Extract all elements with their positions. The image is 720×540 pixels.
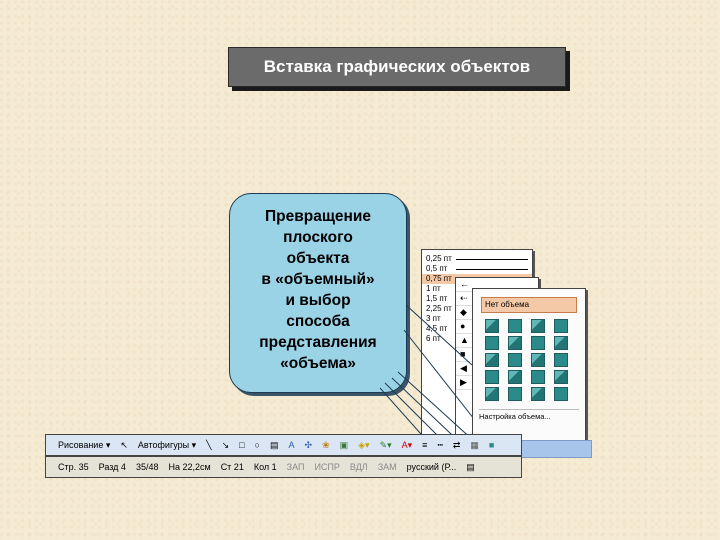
draw-menu-button[interactable]: Рисование ▾ (58, 439, 111, 450)
cube-3d-icon[interactable] (531, 370, 545, 384)
cube-3d-icon[interactable] (508, 319, 522, 333)
cube-3d-icon[interactable] (531, 353, 545, 367)
cube-3d-icon[interactable] (485, 336, 499, 350)
callout-line: представления (259, 334, 377, 351)
cube-3d-icon[interactable] (554, 353, 568, 367)
status-section: Разд 4 (98, 462, 126, 472)
no-volume-option[interactable]: Нет объема (481, 297, 577, 313)
callout-box: Превращение плоского объекта в «объемный… (229, 193, 407, 393)
status-language[interactable]: русский (Р... (406, 462, 457, 472)
volume-style-panel: Нет объема Настройка объема... (472, 288, 586, 456)
arrow-style-icon[interactable]: ⇄ (452, 439, 461, 450)
autoshapes-menu-button[interactable]: Автофигуры ▾ (137, 439, 197, 450)
volume-settings-option[interactable]: Настройка объема... (479, 409, 579, 421)
textbox-tool-icon[interactable]: ▤ (269, 439, 279, 450)
cube-3d-icon[interactable] (485, 353, 499, 367)
cube-3d-icon[interactable] (485, 319, 499, 333)
dash-style-icon[interactable]: ┅ (437, 439, 443, 450)
status-rec[interactable]: ЗАП (286, 462, 305, 472)
status-bar: Стр. 35 Разд 4 35/48 На 22,2см Ст 21 Кол… (45, 456, 522, 478)
callout-line: плоского (283, 229, 353, 246)
rectangle-tool-icon[interactable]: □ (239, 440, 245, 450)
cube-3d-icon[interactable] (531, 319, 545, 333)
cube-3d-icon[interactable] (554, 319, 568, 333)
arrow-tool-icon[interactable]: ↘ (221, 439, 230, 450)
status-col: Кол 1 (253, 462, 277, 472)
3d-style-icon[interactable]: ■ (488, 440, 495, 450)
line-style-item[interactable]: 0,25 пт (422, 254, 532, 264)
shadow-style-icon[interactable]: ▦ (470, 439, 479, 450)
volume-style-grid (485, 319, 585, 401)
cube-3d-icon[interactable] (554, 336, 568, 350)
select-objects-icon[interactable]: ↖ (120, 439, 128, 450)
status-position: На 22,2см (168, 462, 211, 472)
cube-3d-icon[interactable] (485, 387, 499, 401)
cube-3d-icon[interactable] (508, 336, 522, 350)
callout-line: объекта (286, 250, 350, 267)
fill-color-icon[interactable]: ◈▾ (358, 439, 370, 450)
spelling-status-icon[interactable]: ▤ (466, 461, 475, 472)
status-ovr[interactable]: ЗАМ (377, 462, 397, 472)
cube-3d-icon[interactable] (531, 336, 545, 350)
callout-line: и выбор (285, 292, 351, 309)
line-style-item[interactable]: 0,5 пт (422, 264, 532, 274)
status-line: Ст 21 (220, 462, 244, 472)
oval-tool-icon[interactable]: ○ (254, 440, 260, 450)
status-page: Стр. 35 (58, 462, 89, 472)
callout-line: способа (286, 313, 350, 330)
line-color-icon[interactable]: ✎▾ (379, 439, 392, 450)
callout-line: Превращение (264, 208, 372, 225)
cube-3d-icon[interactable] (531, 387, 545, 401)
callout-line: «объема» (280, 355, 356, 372)
cube-3d-icon[interactable] (485, 370, 499, 384)
font-color-icon[interactable]: A▾ (401, 439, 413, 450)
line-tool-icon[interactable]: ╲ (206, 439, 212, 450)
toolbar-overflow-strip (510, 440, 592, 458)
status-pages: 35/48 (135, 462, 159, 472)
cube-3d-icon[interactable] (554, 370, 568, 384)
slide-title: Вставка графических объектов (228, 47, 566, 87)
wordart-tool-icon[interactable]: A (288, 440, 295, 450)
callout-line: в «объемный» (261, 271, 375, 288)
cube-3d-icon[interactable] (508, 387, 522, 401)
drawing-toolbar: Рисование ▾ ↖ Автофигуры ▾ ╲ ↘ □ ○ ▤ A ✣… (45, 434, 522, 456)
picture-tool-icon[interactable]: ▣ (339, 439, 349, 450)
clipart-tool-icon[interactable]: ❀ (322, 439, 330, 450)
cube-3d-icon[interactable] (554, 387, 568, 401)
line-style-icon[interactable]: ≡ (422, 440, 428, 450)
diagram-tool-icon[interactable]: ✣ (304, 439, 313, 450)
status-trk[interactable]: ИСПР (314, 462, 340, 472)
status-ext[interactable]: ВДЛ (349, 462, 368, 472)
cube-3d-icon[interactable] (508, 370, 522, 384)
cube-3d-icon[interactable] (508, 353, 522, 367)
